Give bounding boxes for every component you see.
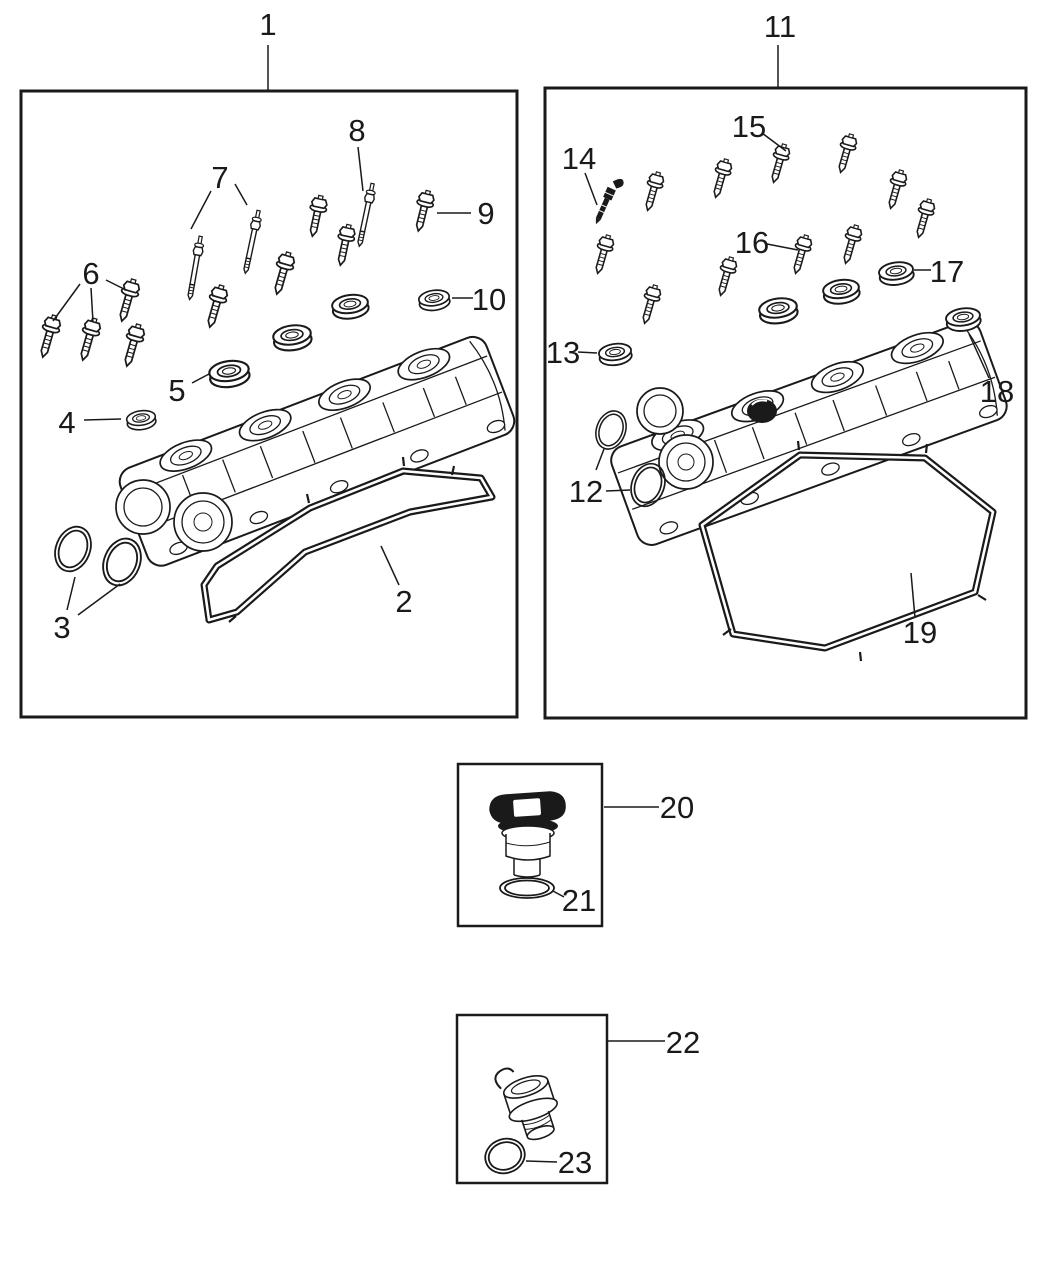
callout-11-label: 11 [764, 9, 796, 44]
callout-13-label: 13 [546, 335, 580, 370]
leader-line [595, 448, 605, 471]
leader-line [380, 545, 400, 586]
leader-line [525, 1160, 558, 1163]
callout-10-label: 10 [472, 282, 506, 317]
callout-18-label: 18 [980, 374, 1014, 409]
leader-line [761, 132, 787, 152]
callout-1-label: 1 [259, 7, 276, 42]
leader-line [190, 190, 212, 230]
leader-line [77, 583, 121, 616]
leader-line [605, 489, 631, 492]
leader-line [910, 572, 916, 619]
leader-line [584, 172, 598, 206]
callout-22-label: 22 [666, 1025, 700, 1060]
callout-4-label: 4 [58, 405, 75, 440]
valve-cover-left [112, 327, 520, 572]
callout-7-label: 7 [211, 160, 228, 195]
callout-6-label: 6 [82, 256, 99, 291]
leader-line [83, 418, 122, 421]
filler-neck-panel: 23 [455, 1013, 609, 1185]
leader-line [66, 576, 76, 611]
callout-19-label: 19 [903, 615, 937, 650]
oil-filler-cap-icon [489, 791, 566, 878]
leader-line [766, 243, 799, 251]
filler-neck-icon [494, 1067, 558, 1141]
callout-15-label: 15 [732, 109, 766, 144]
leader-line [234, 183, 248, 206]
callout-14-label: 14 [562, 141, 596, 176]
leader-line [52, 283, 81, 322]
callout-2-label: 2 [395, 584, 412, 619]
leader-line [191, 373, 210, 384]
filler-neck-box [455, 1013, 609, 1185]
leader-line [552, 890, 565, 898]
callout-17-label: 17 [930, 254, 964, 289]
leader-line [357, 146, 364, 192]
leader-line [90, 287, 94, 323]
callout-12-label: 12 [569, 474, 603, 509]
callout-16-label: 16 [735, 225, 769, 260]
callout-20-label: 20 [660, 790, 694, 825]
callout-23-label: 23 [558, 1145, 592, 1180]
leader-line [577, 351, 598, 354]
callout-21-label: 21 [562, 883, 596, 918]
valve-cover-gasket-left [200, 456, 496, 624]
left-assembly-panel: 2 3 4 5 6 7 8 9 10 [19, 89, 520, 719]
oil-separator-sensor-icon [595, 178, 624, 225]
leader-line [105, 279, 127, 291]
valve-cover-right [604, 312, 1012, 551]
valve-cover-gasket-right [698, 440, 997, 662]
oil-fill-opening-icon [747, 399, 777, 423]
leader-line [968, 333, 990, 379]
callout-5-label: 5 [168, 373, 185, 408]
callout-3-label: 3 [53, 610, 70, 645]
callout-9-label: 9 [477, 196, 494, 231]
oil-cap-panel: 21 [456, 762, 604, 928]
callout-8-label: 8 [348, 113, 365, 148]
oil-cap-oring-icon [499, 877, 555, 899]
filler-neck-oring-icon [484, 1137, 526, 1175]
right-assembly-panel: 12 13 14 15 16 17 18 19 [543, 86, 1028, 720]
